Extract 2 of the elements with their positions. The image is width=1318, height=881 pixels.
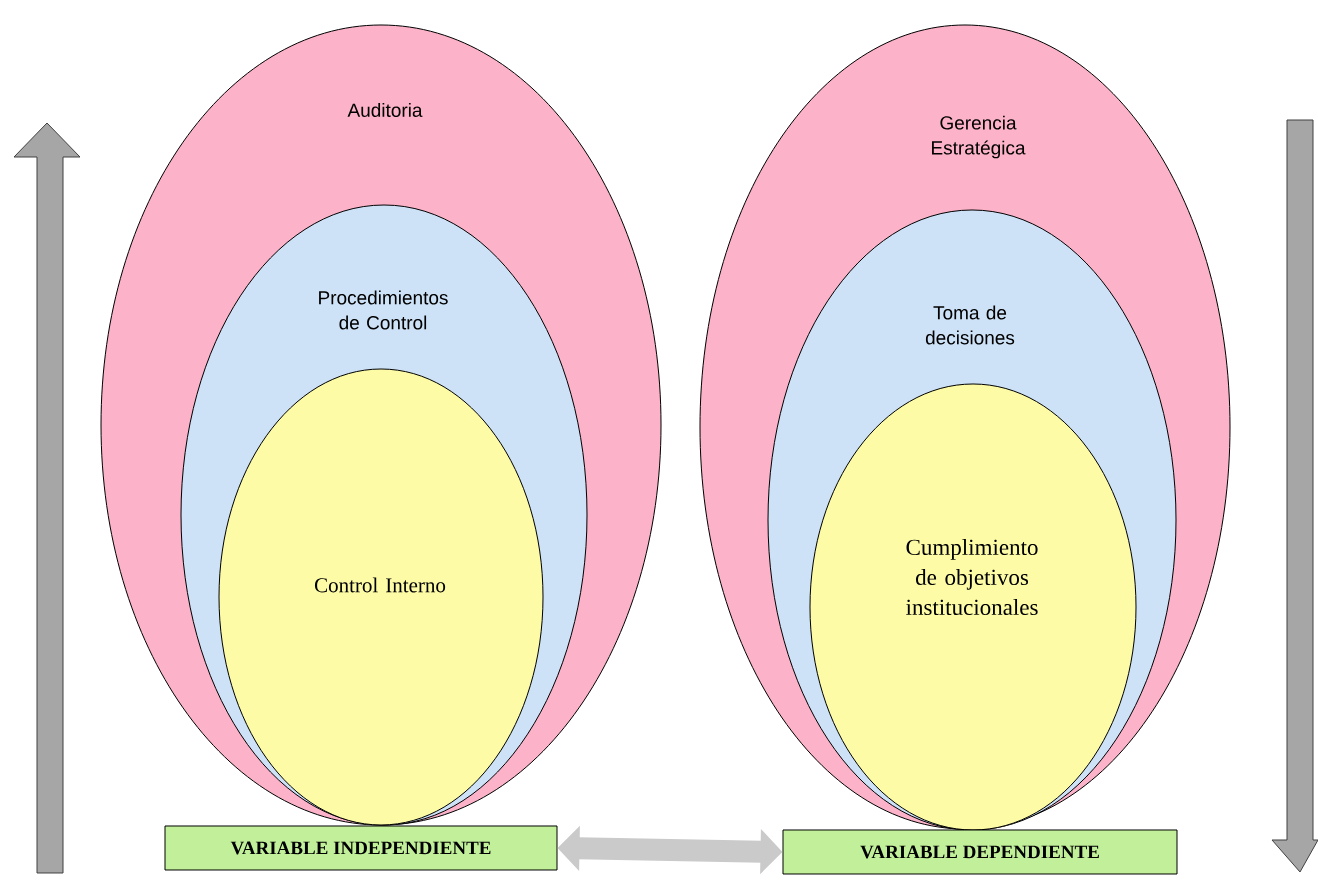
variable-box: VARIABLE INDEPENDIENTE	[164, 825, 558, 871]
variable-box: VARIABLE DEPENDIENTE	[782, 829, 1178, 875]
